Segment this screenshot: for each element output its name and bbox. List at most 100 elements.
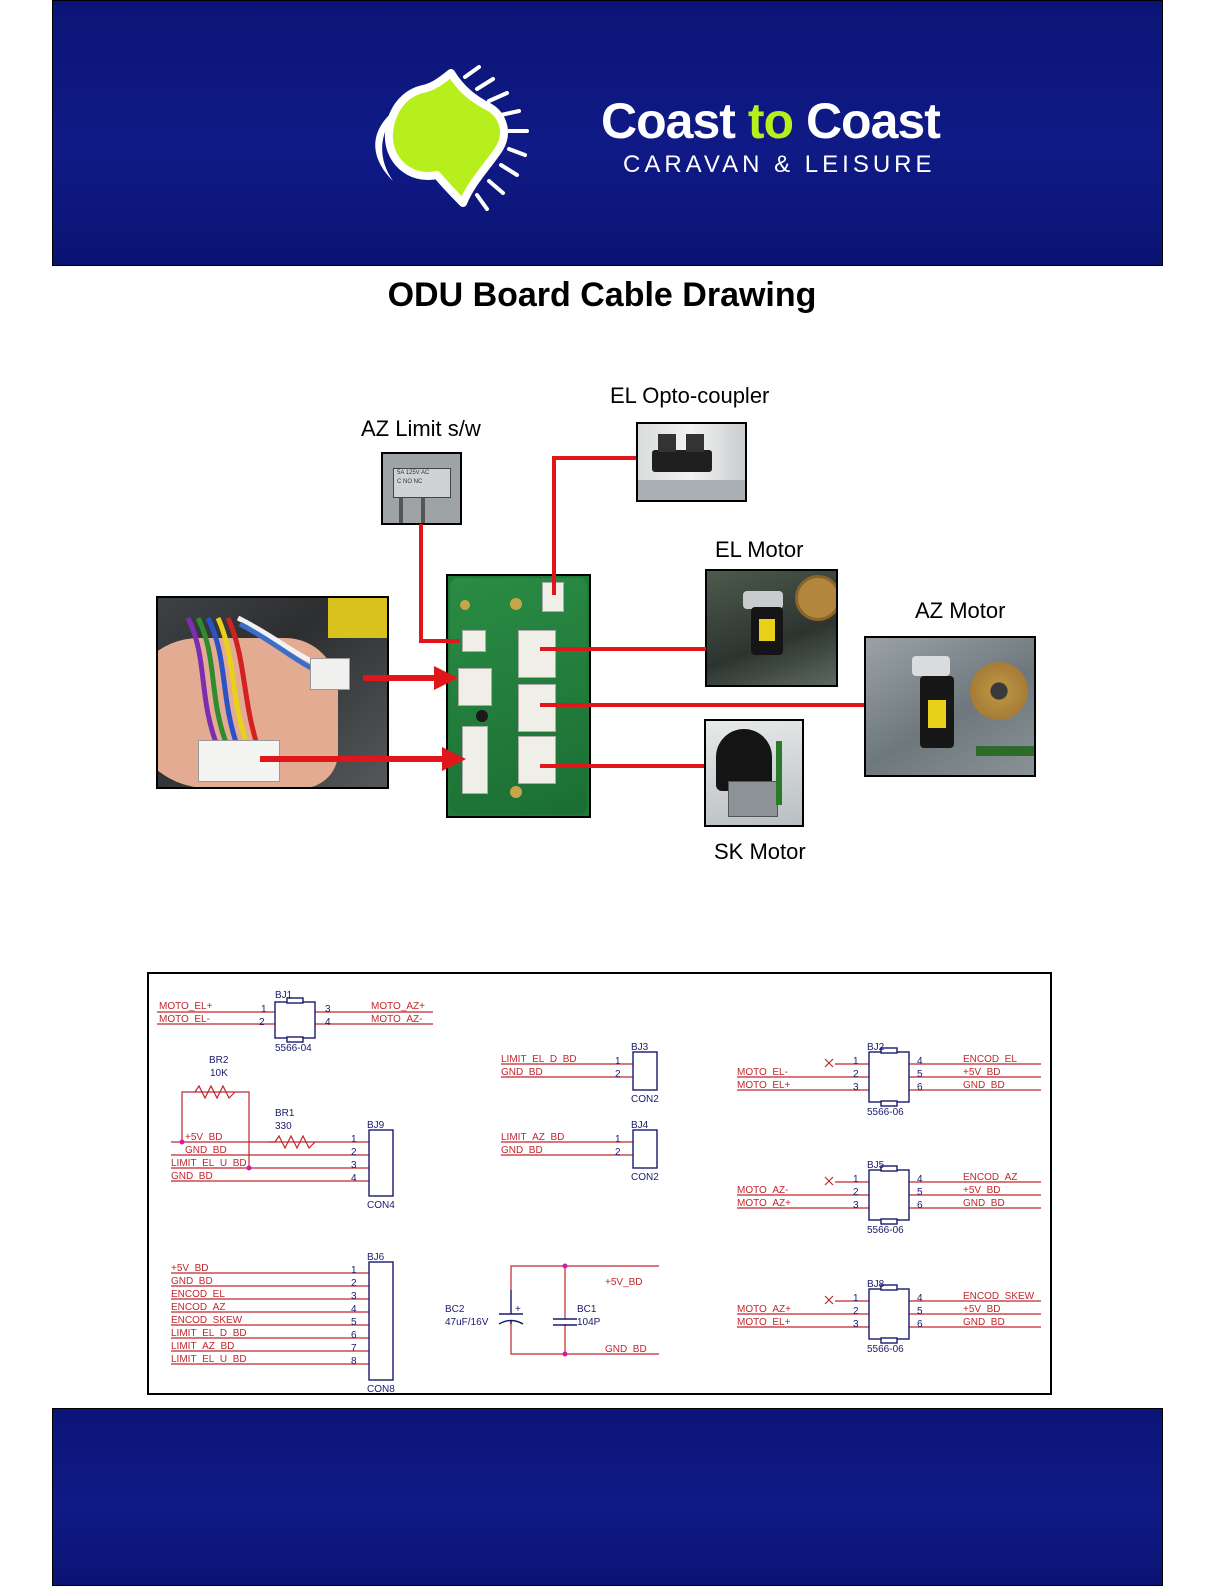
- bj6-net-4: ENCOD_AZ: [171, 1302, 225, 1313]
- bj2-ref: BJ2: [867, 1042, 885, 1053]
- az-limit-switch-photo: 5A 125V AC C NO NC: [381, 452, 462, 525]
- br1-value: 330: [275, 1121, 292, 1132]
- bc2-value: 47uF/16V: [445, 1317, 489, 1328]
- bj9-ref: BJ9: [367, 1120, 385, 1131]
- bj3-pin-2: 2: [615, 1069, 621, 1080]
- bj5-pin-3: 3: [853, 1200, 859, 1211]
- bj9-pin-3: 3: [351, 1160, 357, 1171]
- bj6-pin-8: 8: [351, 1356, 357, 1367]
- bj1-ref: BJ1: [275, 990, 293, 1001]
- bj6-net-2: GND_BD: [171, 1276, 213, 1287]
- el-opto-label: EL Opto-coupler: [610, 383, 770, 408]
- schematic-drawing: MOTO_EL+ MOTO_EL- MOTO_AZ+ MOTO_AZ- BJ1 …: [157, 990, 1041, 1395]
- bc2-ref: BC2: [445, 1304, 465, 1315]
- caps-net-top: +5V_BD: [605, 1277, 643, 1288]
- schematic: MOTO_EL+ MOTO_EL- MOTO_AZ+ MOTO_AZ- BJ1 …: [147, 972, 1052, 1395]
- bj2-pin-3: 3: [853, 1082, 859, 1093]
- bj6-net-3: ENCOD_EL: [171, 1289, 225, 1300]
- bj5-body: [868, 1169, 910, 1221]
- az-limit-label: AZ Limit s/w: [361, 416, 481, 441]
- bj6-pin-2: 2: [351, 1278, 357, 1289]
- bj9-body: [368, 1129, 394, 1197]
- bj9-net-4: GND_BD: [171, 1171, 213, 1182]
- bj2-part: 5566-06: [867, 1107, 904, 1118]
- brand-word-coast-2: Coast: [805, 93, 941, 149]
- bc1-value: 104P: [577, 1317, 601, 1328]
- bj8-body: [868, 1288, 910, 1340]
- bj9-net-3: LIMIT_EL_U_BD: [171, 1158, 247, 1169]
- junction-dot: [179, 1139, 185, 1145]
- wiring-lines: [260, 456, 864, 771]
- bj8-part: 5566-06: [867, 1344, 904, 1355]
- bj5-pin-5: 5: [917, 1187, 923, 1198]
- bj6-part: CON8: [367, 1384, 395, 1393]
- bj5-left-net-2: MOTO_AZ-: [737, 1185, 788, 1196]
- bj2-left-net-3: MOTO_EL+: [737, 1080, 791, 1091]
- bj8-pin-2: 2: [853, 1306, 859, 1317]
- bj9-part: CON4: [367, 1200, 395, 1211]
- br1-resistor: [274, 1134, 316, 1150]
- bj6-body: [368, 1261, 394, 1381]
- arrowhead-upper: [434, 666, 458, 690]
- bj8-ref: BJ8: [867, 1279, 885, 1290]
- bj6-pin-7: 7: [351, 1343, 357, 1354]
- az-limit-wire: [419, 524, 460, 643]
- bj6-pin-1: 1: [351, 1265, 357, 1276]
- bj6-pin-3: 3: [351, 1291, 357, 1302]
- bj9-pin-4: 4: [351, 1173, 357, 1184]
- sk-motor-photo: [704, 719, 804, 827]
- brand-word-coast: Coast: [601, 93, 736, 149]
- bj5-pin-6: 6: [917, 1200, 923, 1211]
- bj4-body: [632, 1129, 658, 1169]
- bc1-ref: BC1: [577, 1304, 597, 1315]
- bj5-pin-2: 2: [853, 1187, 859, 1198]
- bj8-left-net-2: MOTO_AZ+: [737, 1304, 791, 1315]
- bj6-net-8: LIMIT_EL_U_BD: [171, 1354, 247, 1365]
- el-motor-photo: [705, 569, 838, 687]
- bj5-right-net-4: ENCOD_AZ: [963, 1172, 1017, 1183]
- bj3-ref: BJ3: [631, 1042, 649, 1053]
- bj3-body: [632, 1051, 658, 1091]
- bj6-net-1: +5V_BD: [171, 1263, 209, 1274]
- el-opto-wire: [552, 456, 636, 595]
- bj6-pin-4: 4: [351, 1304, 357, 1315]
- bj2-pin-2: 2: [853, 1069, 859, 1080]
- bj1-net-4: MOTO_AZ-: [371, 1014, 422, 1025]
- bj9-pin-2: 2: [351, 1147, 357, 1158]
- bj8-pin-1: 1: [853, 1293, 859, 1304]
- bj5-part: 5566-06: [867, 1225, 904, 1236]
- bj3-part: CON2: [631, 1094, 659, 1105]
- bj6-net-6: LIMIT_EL_D_BD: [171, 1328, 247, 1339]
- caps-net-bottom: GND_BD: [605, 1344, 647, 1355]
- bj2-right-net-6: GND_BD: [963, 1080, 1005, 1091]
- footer-banner: [52, 1408, 1163, 1586]
- bj1-pin-4: 4: [325, 1017, 331, 1028]
- junction-dot: [562, 1351, 568, 1357]
- bj8-pin-6: 6: [917, 1319, 923, 1330]
- bj6-pin-5: 5: [351, 1317, 357, 1328]
- br2-value: 10K: [210, 1068, 228, 1079]
- bj5-right-net-5: +5V_BD: [963, 1185, 1001, 1196]
- sk-motor-label: SK Motor: [714, 839, 806, 864]
- australia-logo-icon: [375, 65, 529, 211]
- brand-tagline: CARAVAN & LEISURE: [623, 151, 936, 178]
- bj6-net-7: LIMIT_AZ_BD: [171, 1341, 234, 1352]
- bj4-pin-2: 2: [615, 1147, 621, 1158]
- bj8-pin-3: 3: [853, 1319, 859, 1330]
- bj5-ref: BJ5: [867, 1160, 885, 1171]
- bj5-left-net-3: MOTO_AZ+: [737, 1198, 791, 1209]
- bj2-pin-5: 5: [917, 1069, 923, 1080]
- bj8-pin-4: 4: [917, 1293, 923, 1304]
- junction-dot: [562, 1263, 568, 1269]
- header-banner: Coast to Coast CARAVAN & LEISURE: [52, 0, 1163, 266]
- az-motor-photo: [864, 636, 1036, 777]
- bj8-left-net-3: MOTO_EL+: [737, 1317, 791, 1328]
- bj3-net-2: GND_BD: [501, 1067, 543, 1078]
- bj9-pin-1: 1: [351, 1134, 357, 1145]
- bj8-right-net-4: ENCOD_SKEW: [963, 1291, 1035, 1302]
- arrowhead-lower: [442, 747, 466, 771]
- br1-ref: BR1: [275, 1108, 295, 1119]
- bj2-left-net-2: MOTO_EL-: [737, 1067, 788, 1078]
- bj2-pin-6: 6: [917, 1082, 923, 1093]
- bj2-body: [868, 1051, 910, 1103]
